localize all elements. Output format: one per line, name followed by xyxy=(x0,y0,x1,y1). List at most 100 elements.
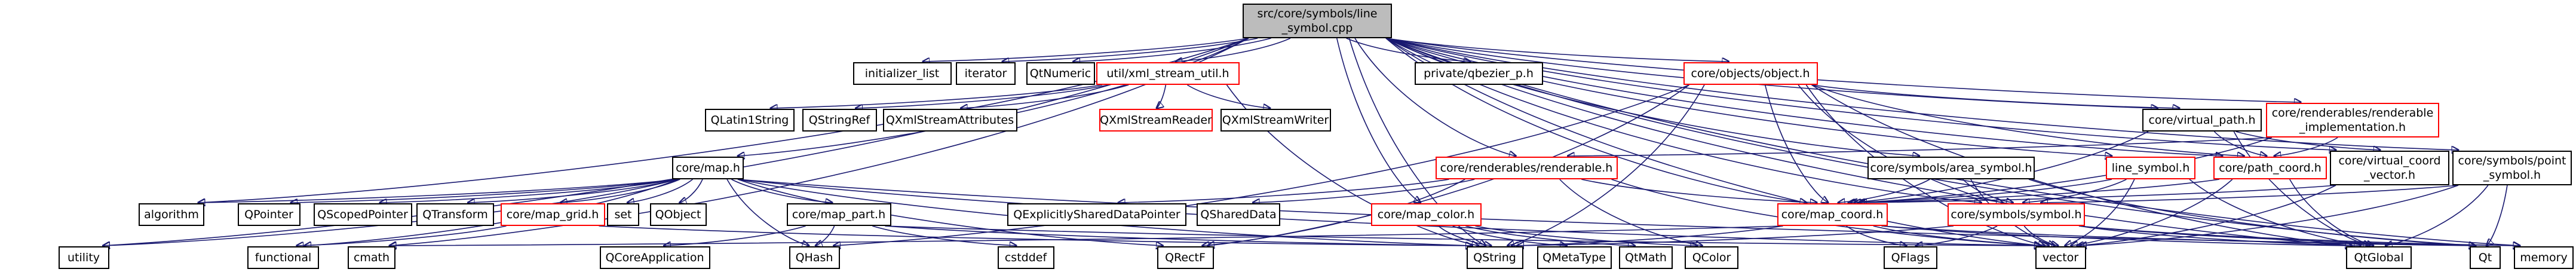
node-area-symbol[interactable]: core/symbols/area_symbol.h xyxy=(1867,157,2035,179)
node-iterator[interactable]: iterator xyxy=(956,62,1016,85)
node-map-part[interactable]: core/map_part.h xyxy=(786,203,891,226)
edge-symbol_h-to-qstring xyxy=(1517,225,1954,246)
edge-renderable-to-map_coord xyxy=(1581,179,1817,203)
node-cstddef[interactable]: cstddef xyxy=(997,246,1054,269)
node-qstring[interactable]: QString xyxy=(1466,246,1523,269)
edge-map_part-to-cstddef xyxy=(872,225,1016,246)
edge-main-to-map_color xyxy=(1336,38,1421,203)
edge-virtual_coord_vector-to-map_coord xyxy=(1860,185,2336,203)
edge-map_coord-to-qflags xyxy=(1846,225,1907,246)
node-line-symbol-h[interactable]: line_symbol.h xyxy=(2106,157,2195,179)
edge-map_h-to-qtransform xyxy=(468,179,679,203)
edge-map_color-to-qstring xyxy=(1438,225,1492,246)
edge-symbol_h-to-memory xyxy=(2078,225,2520,246)
node-qlatin1string[interactable]: QLatin1String xyxy=(705,109,795,132)
node-qxmlstreamreader[interactable]: QXmlStreamReader xyxy=(1099,109,1213,132)
node-qhash[interactable]: QHash xyxy=(789,246,840,269)
edge-renderable-to-qexplicit xyxy=(1118,179,1449,203)
node-point-symbol[interactable]: core/symbols/point _symbol.h xyxy=(2452,151,2572,185)
node-renderable-impl[interactable]: core/renderables/renderable _implementat… xyxy=(2266,103,2439,137)
node-xml-stream-util[interactable]: util/xml_stream_util.h xyxy=(1096,62,1240,85)
edge-point_symbol-to-qt xyxy=(2486,185,2508,246)
edge-map_h-to-algorithm xyxy=(198,179,679,203)
edge-virtual_path-to-map_coord xyxy=(1851,131,2149,203)
node-qscopedpointer[interactable]: QScopedPointer xyxy=(313,203,412,226)
edge-main-to-qstring xyxy=(1348,38,1486,246)
edge-xml_stream_util-to-qstringref xyxy=(856,84,1109,108)
edge-main-to-initializer_list xyxy=(923,38,1249,62)
edge-object_h-to-qstring xyxy=(1507,84,1705,246)
node-algorithm[interactable]: algorithm xyxy=(139,203,204,226)
node-qbezier-p[interactable]: private/qbezier_p.h xyxy=(1414,62,1543,85)
node-qt[interactable]: Qt xyxy=(2470,246,2501,269)
node-qstringref[interactable]: QStringRef xyxy=(802,109,877,132)
node-set[interactable]: set xyxy=(607,203,639,226)
edge-renderable_impl-to-map_coord xyxy=(1859,137,2273,203)
node-path-coord[interactable]: core/path_coord.h xyxy=(2213,157,2327,179)
edge-area_symbol-to-symbol_h xyxy=(1962,179,2013,203)
edge-main-to-object_h xyxy=(1385,38,1729,62)
node-qshareddata[interactable]: QSharedData xyxy=(1197,203,1280,226)
edge-map_color-to-qtmath xyxy=(1465,225,1634,246)
node-qtglobal[interactable]: QtGlobal xyxy=(2346,246,2412,269)
edge-map_coord-to-cmath xyxy=(390,225,1783,246)
node-memory[interactable]: memory xyxy=(2514,246,2574,269)
edge-map_h-to-set xyxy=(627,179,693,203)
edge-object_h-to-path_coord xyxy=(1811,84,2244,156)
node-map-h[interactable]: core/map.h xyxy=(672,157,744,179)
node-qcoreapplication[interactable]: QCoreApplication xyxy=(599,246,710,269)
edge-xml_stream_util-to-qlatin1string xyxy=(771,84,1103,108)
edge-map_part-to-qcoreapplication xyxy=(664,225,806,246)
node-symbol-h[interactable]: core/symbols/symbol.h xyxy=(1948,203,2085,226)
edge-object_h-to-map_coord xyxy=(1764,84,1828,203)
node-virtual-path[interactable]: core/virtual_path.h xyxy=(2142,109,2262,132)
node-utility[interactable]: utility xyxy=(58,246,109,269)
node-main[interactable]: src/core/symbols/line _symbol.cpp xyxy=(1243,4,1392,38)
node-qobject[interactable]: QObject xyxy=(649,203,707,226)
edge-map_color-to-qcolor xyxy=(1475,225,1698,246)
edge-virtual_coord_vector-to-vector xyxy=(2077,185,2336,246)
edge-object_h-to-virtual_path xyxy=(1811,84,2180,108)
edge-main-to-qtnumeric xyxy=(1074,38,1271,62)
edge-virtual_path-to-path_coord xyxy=(2213,131,2267,156)
node-map-coord[interactable]: core/map_coord.h xyxy=(1777,203,1888,226)
node-qcolor[interactable]: QColor xyxy=(1685,246,1738,269)
edge-line_symbol_h-to-map_coord xyxy=(1848,179,2112,203)
edge-map_grid-to-functional xyxy=(297,225,507,246)
edge-renderable-to-qshareddata xyxy=(1253,179,1475,203)
node-initializer-list[interactable]: initializer_list xyxy=(852,62,952,85)
node-qrectf[interactable]: QRectF xyxy=(1157,246,1214,269)
node-qtmath[interactable]: QtMath xyxy=(1619,246,1673,269)
node-cmath[interactable]: cmath xyxy=(348,246,395,269)
node-map-grid[interactable]: core/map_grid.h xyxy=(500,203,605,226)
edge-map_part-to-qhash xyxy=(815,225,835,246)
node-map-color[interactable]: core/map_color.h xyxy=(1370,203,1482,226)
node-vector[interactable]: vector xyxy=(2035,246,2086,269)
edge-map_h-to-qrectf xyxy=(737,179,1163,246)
node-qtnumeric[interactable]: QtNumeric xyxy=(1026,62,1095,85)
node-qflags[interactable]: QFlags xyxy=(1884,246,1937,269)
node-renderable[interactable]: core/renderables/renderable.h xyxy=(1435,157,1618,179)
edge-map_coord-to-qt xyxy=(1881,225,2476,246)
edge-symbol_h-to-qflags xyxy=(1916,225,1998,246)
edge-main-to-renderable_impl xyxy=(1385,38,2301,102)
node-functional[interactable]: functional xyxy=(247,246,319,269)
node-object-h[interactable]: core/objects/object.h xyxy=(1683,62,1818,85)
edge-symbol_h-to-qtglobal xyxy=(2078,225,2361,246)
edge-renderable_impl-to-path_coord xyxy=(2274,137,2338,156)
node-qexplicit[interactable]: QExplicitlySharedDataPointer xyxy=(1007,203,1186,226)
edge-main-to-iterator xyxy=(1002,38,1258,62)
edge-virtual_path-to-virtual_coord_vector xyxy=(2235,131,2381,150)
edge-main-to-cmath xyxy=(390,38,1249,246)
node-qpointer[interactable]: QPointer xyxy=(237,203,300,226)
edge-area_symbol-to-map_coord xyxy=(1838,179,1930,203)
node-qxmlstreamwriter[interactable]: QXmlStreamWriter xyxy=(1220,109,1331,132)
edge-map_h-to-qscopedpointer xyxy=(380,179,679,203)
node-virtual-coord-vector[interactable]: core/virtual_coord _vector.h xyxy=(2330,151,2449,185)
edge-symbol_h-to-vector xyxy=(2023,225,2058,246)
node-qtransform[interactable]: QTransform xyxy=(416,203,494,226)
node-qmetatype[interactable]: QMetaType xyxy=(1537,246,1612,269)
node-qxmlstreamattributes[interactable]: QXmlStreamAttributes xyxy=(882,109,1017,132)
